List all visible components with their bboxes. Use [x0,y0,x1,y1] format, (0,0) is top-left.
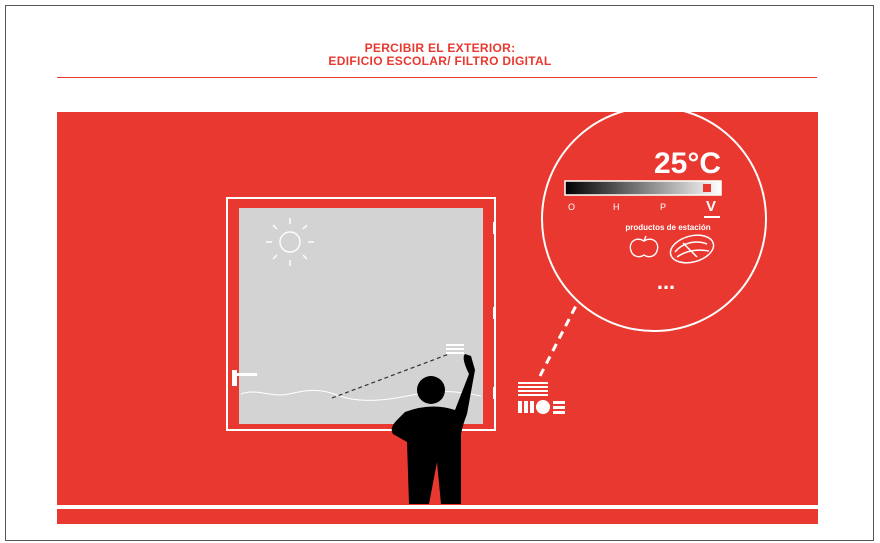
more-indicator: ... [657,269,675,294]
remote-icon [446,344,464,354]
connector-line [538,289,586,377]
selected-underline [704,216,720,218]
hinge-middle [493,307,496,319]
page-title-line1: PERCIBIR EL EXTERIOR: [364,41,516,55]
scale-label-o: O [568,202,575,212]
scale-label-h: H [613,202,620,212]
window-handle-icon [232,370,257,386]
person-icon [391,354,475,504]
apple-icon [629,235,659,258]
page-title-line2: EDIFICIO ESCOLAR/ FILTRO DIGITAL [328,54,552,68]
products-subtitle: productos de estación [625,223,710,232]
device-icon [518,382,565,414]
title-divider [57,77,817,78]
fish-icon [669,234,715,264]
temperature-bar [564,180,722,196]
page-frame [5,5,874,541]
floor-line [57,505,818,509]
temperature-marker [703,184,711,192]
illustration-panel: 25°C O H P V productos de estación ... [57,112,818,524]
hinge-top [493,222,496,234]
scale-label-p: P [660,202,666,212]
temperature-readout: 25°C [654,147,721,180]
hinge-bottom [493,387,496,399]
info-bubble [541,112,767,332]
scale-label-v: V [706,198,716,215]
sun-icon [266,218,314,266]
illustration-svg: 25°C O H P V productos de estación ... [57,112,818,509]
